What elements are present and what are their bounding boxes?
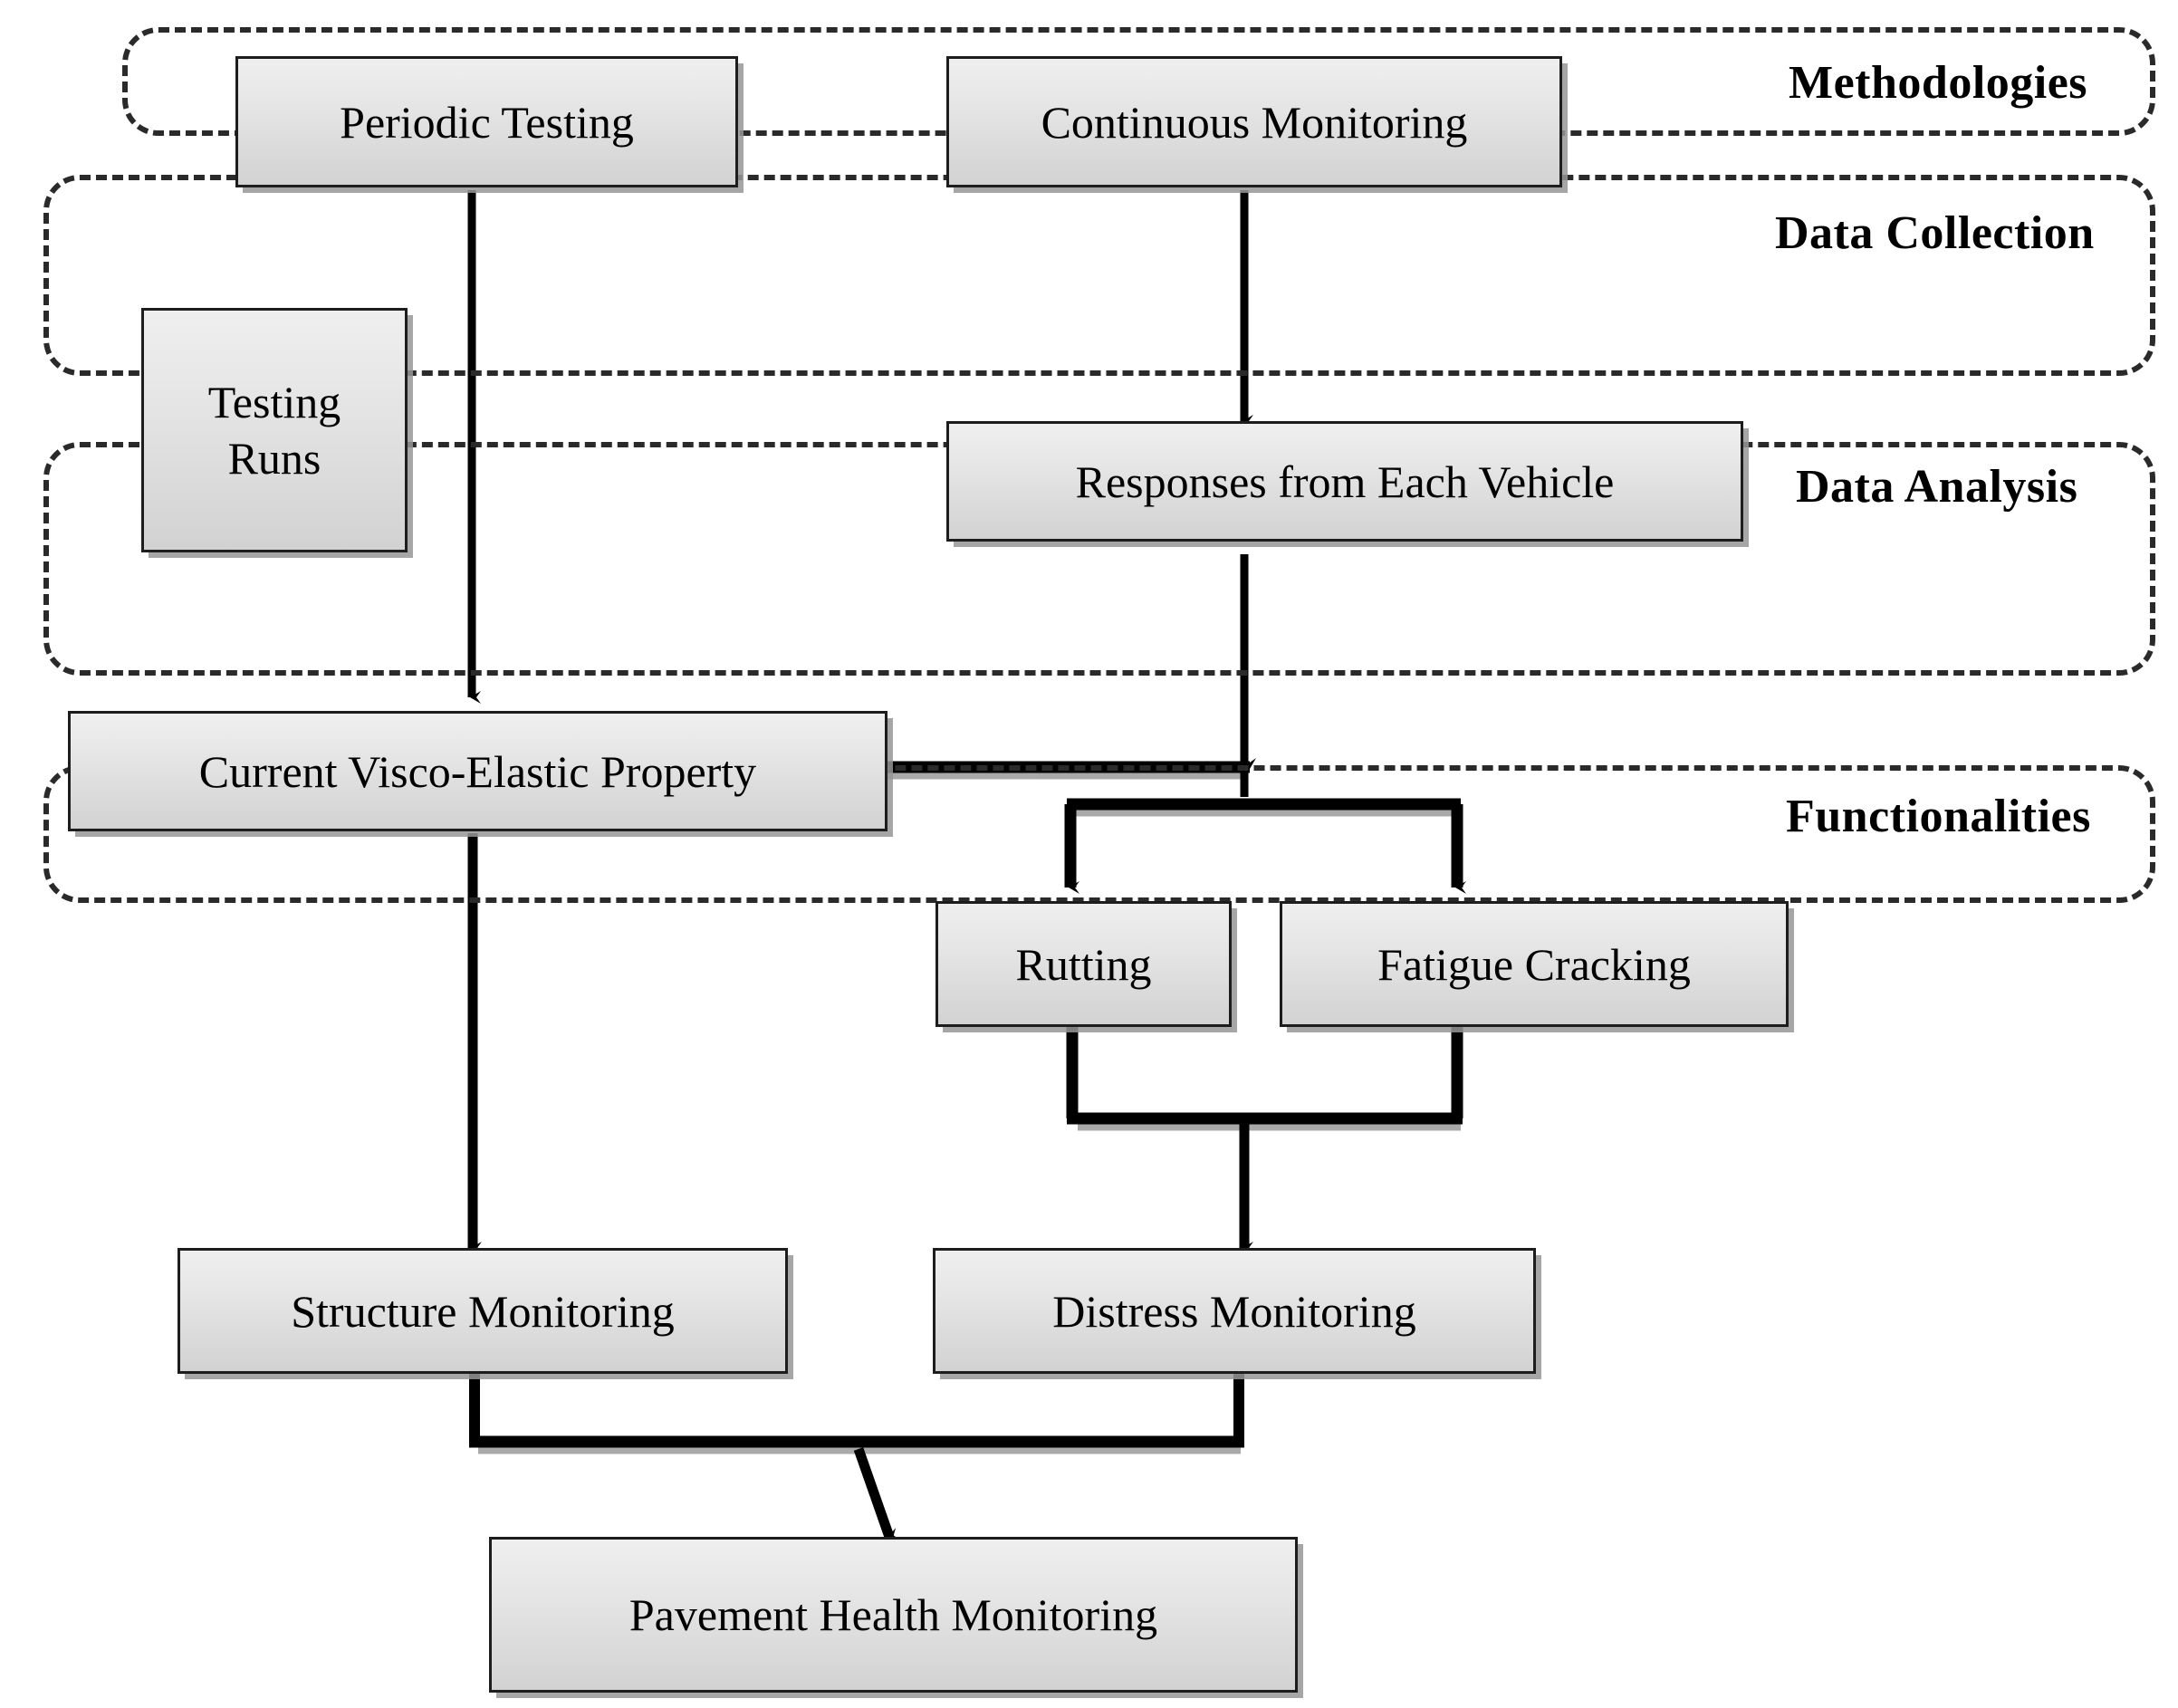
edge-final-to-pavement	[853, 1447, 900, 1540]
node-fatigue-cracking[interactable]: Fatigue Cracking	[1280, 901, 1789, 1027]
node-continuous-monitoring[interactable]: Continuous Monitoring	[946, 56, 1562, 187]
group-label-data-analysis: Data Analysis	[1796, 461, 2078, 513]
node-responses-each-vehicle[interactable]: Responses from Each Vehicle	[946, 421, 1743, 542]
node-periodic-testing[interactable]: Periodic Testing	[235, 56, 738, 187]
group-label-functionalities: Functionalities	[1786, 791, 2091, 842]
node-pavement-health-monitoring[interactable]: Pavement Health Monitoring	[489, 1537, 1298, 1693]
node-testing-runs[interactable]: Testing Runs	[141, 308, 408, 552]
node-rutting[interactable]: Rutting	[935, 901, 1232, 1027]
node-distress-monitoring[interactable]: Distress Monitoring	[933, 1248, 1536, 1374]
group-functionalities	[43, 765, 2155, 903]
group-label-methodologies: Methodologies	[1789, 57, 2088, 109]
group-label-data-collection: Data Collection	[1775, 207, 2095, 259]
node-visco-elastic-property[interactable]: Current Visco-Elastic Property	[68, 711, 888, 831]
node-structure-monitoring[interactable]: Structure Monitoring	[178, 1248, 788, 1374]
